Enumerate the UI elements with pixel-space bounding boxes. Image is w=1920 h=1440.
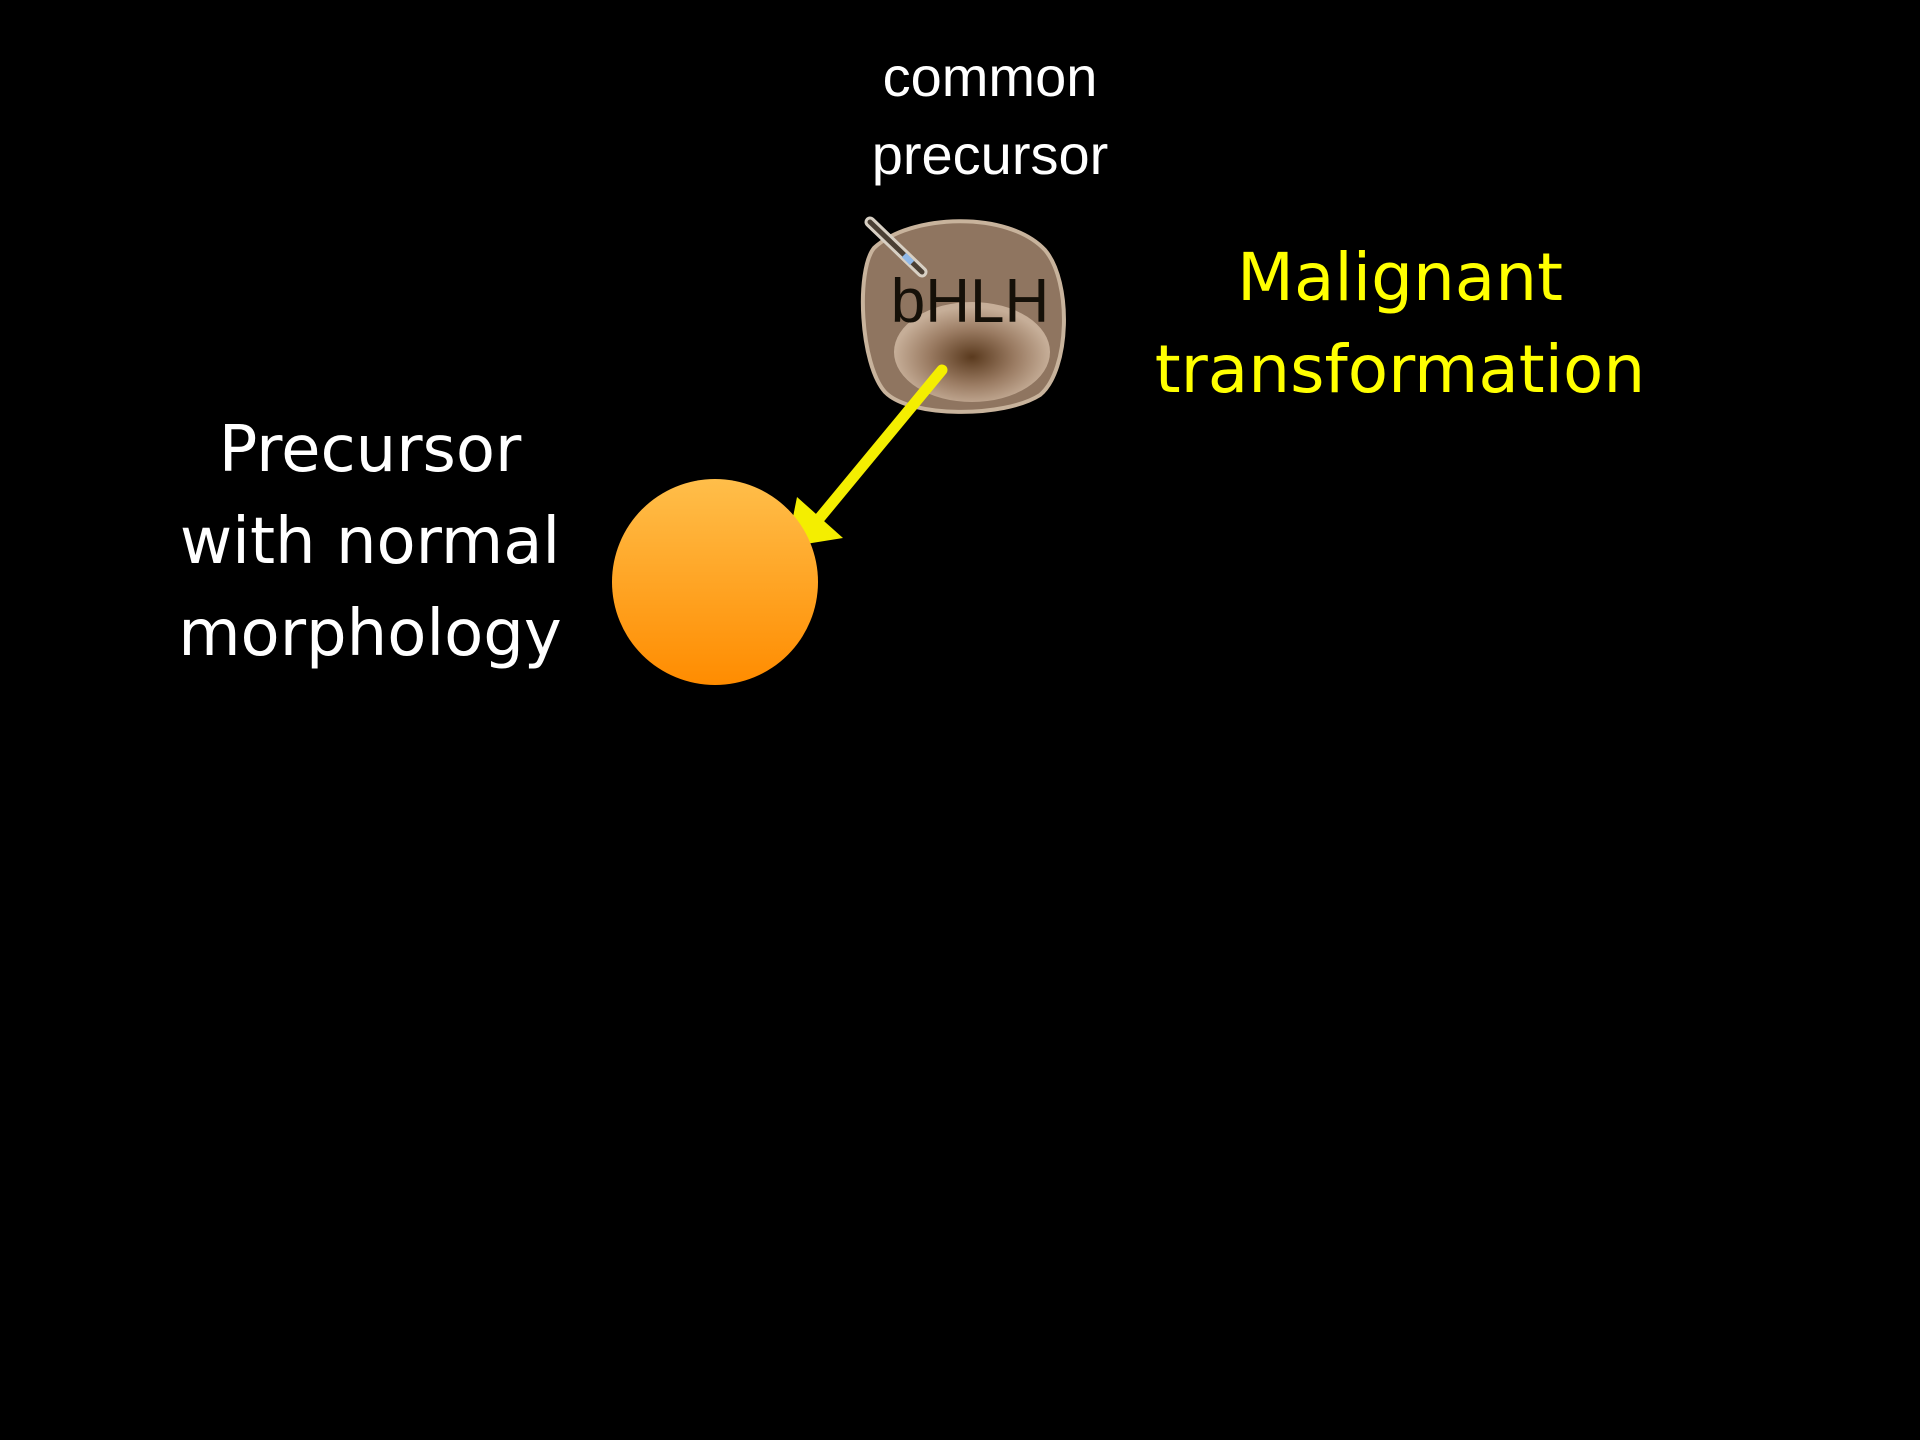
normal-precursor-cell bbox=[612, 479, 818, 685]
common-precursor-label: common precursor bbox=[871, 45, 1109, 186]
bhlh-marker-label: bHLH bbox=[891, 267, 1050, 336]
syringe-icon bbox=[864, 216, 928, 278]
malignant-transformation-label: Malignant transformation bbox=[1154, 239, 1646, 408]
differentiation-arrow bbox=[787, 364, 948, 547]
normal-precursor-label: Precursor with normal morphology bbox=[178, 413, 562, 671]
